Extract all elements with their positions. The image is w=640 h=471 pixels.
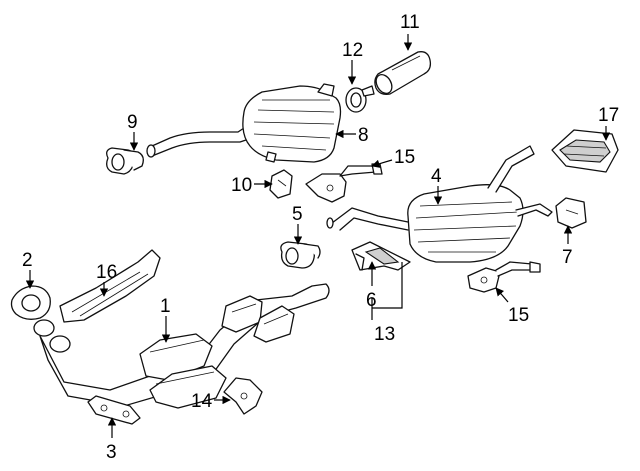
callout-15-upper: 15 bbox=[394, 147, 415, 168]
part-9-hanger bbox=[106, 147, 144, 175]
callout-2: 2 bbox=[22, 250, 33, 271]
part-16-heat-shield bbox=[59, 249, 161, 323]
callout-11: 11 bbox=[400, 12, 420, 33]
part-7-hanger bbox=[555, 197, 587, 229]
leader-13 bbox=[371, 262, 403, 320]
callout-labels: 11 12 8 9 10 15 17 4 5 7 6 13 15 2 16 1 … bbox=[22, 12, 619, 463]
callout-5: 5 bbox=[292, 204, 303, 225]
callout-12: 12 bbox=[342, 40, 363, 61]
part-14-bracket bbox=[223, 377, 263, 415]
callout-7: 7 bbox=[562, 247, 573, 268]
callout-4: 4 bbox=[431, 166, 442, 187]
part-3-flange bbox=[87, 395, 141, 425]
part-10-hanger bbox=[269, 169, 293, 199]
part-4-center-muffler bbox=[326, 145, 553, 263]
leader-15-upper bbox=[371, 159, 393, 168]
part-15-bracket-lower bbox=[467, 261, 541, 293]
callout-3: 3 bbox=[106, 442, 117, 463]
callout-13: 13 bbox=[374, 324, 395, 345]
callout-15-lower: 15 bbox=[508, 305, 529, 326]
part-12-clamp bbox=[345, 85, 375, 113]
part-5-hanger bbox=[280, 241, 321, 269]
callout-8: 8 bbox=[358, 125, 369, 146]
callout-10: 10 bbox=[231, 175, 252, 196]
part-6-bracket bbox=[351, 241, 411, 271]
callout-14: 14 bbox=[191, 391, 213, 412]
callout-6: 6 bbox=[366, 290, 377, 311]
callout-17: 17 bbox=[598, 105, 619, 126]
part-15-bracket-upper bbox=[305, 163, 383, 203]
callout-9: 9 bbox=[127, 112, 138, 133]
leader-15-lower bbox=[495, 287, 509, 303]
part-1-front-pipe-catalytic-converter bbox=[33, 283, 330, 409]
part-17-heat-shield bbox=[551, 129, 619, 173]
part-2-gasket bbox=[10, 285, 51, 320]
leader-lines bbox=[25, 34, 611, 438]
part-8-rear-muffler bbox=[146, 83, 342, 163]
callout-16: 16 bbox=[96, 262, 117, 283]
part-11-tail-pipe-tip bbox=[374, 51, 432, 96]
callout-1: 1 bbox=[160, 296, 171, 317]
